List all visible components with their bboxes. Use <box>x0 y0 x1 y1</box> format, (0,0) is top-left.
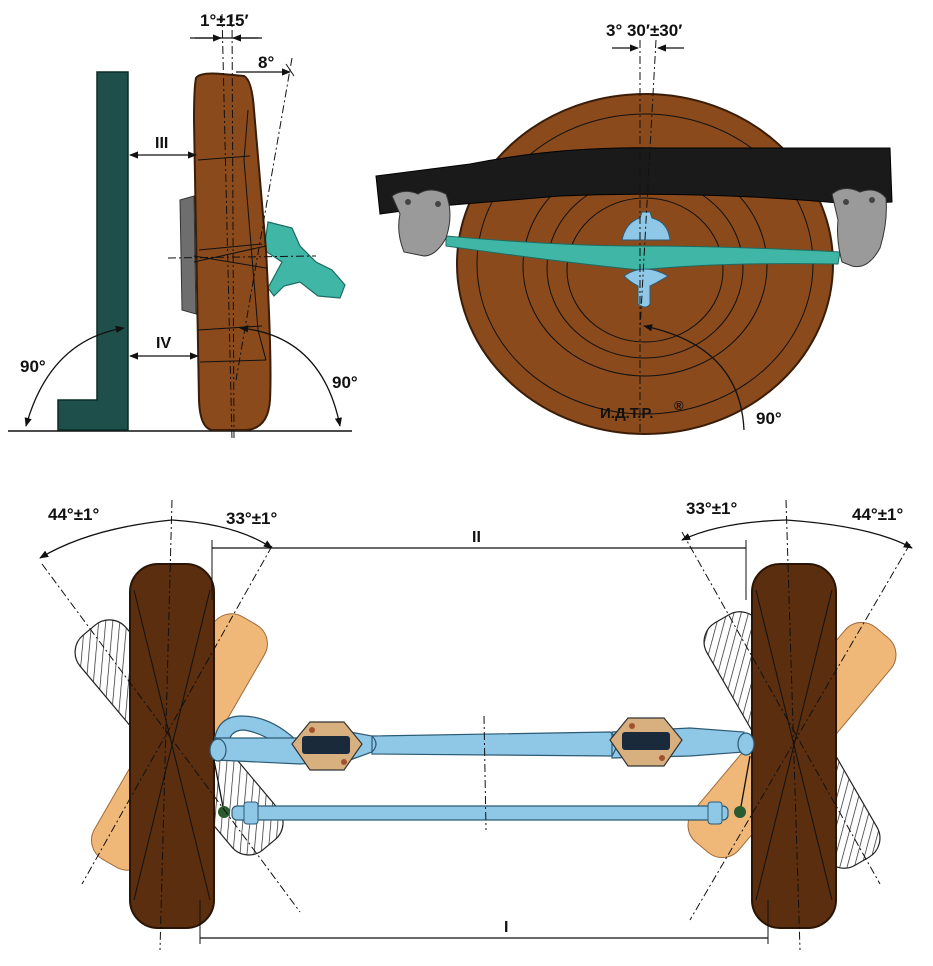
right-lever-joint <box>734 806 746 818</box>
left-lever-joint <box>218 806 230 818</box>
tie-plate <box>445 235 841 271</box>
bracket-bolt <box>869 197 875 203</box>
track-rod <box>231 805 729 821</box>
side-view: 1°±15′ 8° III IV 90° 90° <box>8 11 358 441</box>
left-wheel-axis <box>159 499 173 951</box>
right-clamp-body <box>622 732 670 750</box>
track-rod-end-right <box>707 801 723 825</box>
upper-gap-label: III <box>155 135 168 152</box>
right-inner-turn-axis <box>681 531 881 885</box>
right-inner-angle-label: 33°±1° <box>686 499 737 518</box>
left-inner-angle-label: 33°±1° <box>226 509 277 528</box>
wheel-vertical-axis <box>231 13 235 441</box>
tire-ring <box>566 197 724 343</box>
left-outer-angle-label: 44°±1° <box>48 505 99 524</box>
rear-dim-label: I <box>504 919 508 936</box>
hub-line <box>193 255 267 269</box>
track-rod-end-left <box>243 801 259 825</box>
caster-label: 3° 30′±30′ <box>606 21 682 40</box>
hub-line <box>193 245 267 263</box>
caster-axis <box>639 39 657 331</box>
rear-angle-label: 90° <box>756 409 782 428</box>
copyright-stamp: И.Д.Т.Р. <box>600 405 653 422</box>
kingpin-tick <box>285 63 295 77</box>
left-angle-label: 90° <box>20 357 46 376</box>
stamp-mark: ® <box>674 398 684 413</box>
clamp-bolt <box>629 723 635 729</box>
camber-label: 1°±15′ <box>200 11 249 30</box>
right-right-angle-arc <box>239 325 342 427</box>
tread-line <box>197 155 251 161</box>
left-ball-joint <box>209 738 227 762</box>
right-wheel-axis <box>785 499 801 951</box>
clamp-bolt <box>309 727 315 733</box>
clamp-bolt <box>659 755 665 761</box>
lower-gap-label: IV <box>156 335 171 352</box>
left-inner-angle-arc <box>171 519 273 549</box>
left-clamp-body <box>302 736 350 754</box>
right-ball-joint <box>737 732 755 756</box>
bracket-bolt <box>435 201 441 207</box>
brake-disc <box>179 195 197 315</box>
steering-lever-left <box>213 759 225 813</box>
left-right-angle-arc <box>24 325 125 427</box>
vehicle-centre-axis <box>483 715 487 831</box>
top-view: 44°±1° 33°±1° 33°±1° 44°±1° II I <box>39 499 913 951</box>
left-end-bracket <box>391 189 451 257</box>
bracket-bolt <box>843 199 849 205</box>
right-inner-angle-arc <box>681 519 787 541</box>
right-outer-angle-arc <box>785 519 913 549</box>
camber-axis <box>221 13 233 441</box>
right-angle-label: 90° <box>332 373 358 392</box>
hub-axis <box>167 255 317 259</box>
steering-lever-right <box>739 755 751 813</box>
reference-wall <box>57 71 129 431</box>
right-end-bracket <box>831 188 887 268</box>
right-outer-angle-label: 44°±1° <box>852 505 903 524</box>
rear-view: 3° 30′±30′ 90° И.Д.Т.Р. ® <box>375 21 893 435</box>
bracket-bolt <box>405 199 411 205</box>
centre-fitting-bottom <box>623 268 669 308</box>
left-outer-angle-arc <box>39 519 173 559</box>
front-dim-label: II <box>472 529 481 546</box>
rear-right-angle-arc <box>643 324 745 431</box>
centre-fitting-top <box>621 211 671 241</box>
clamp-bolt <box>341 759 347 765</box>
right-outer-turn-axis <box>689 543 911 921</box>
kingpin-label: 8° <box>258 53 274 72</box>
wheel-cross <box>133 589 211 901</box>
left-inner-turn-axis <box>81 545 273 885</box>
steering-knuckle <box>263 221 346 299</box>
